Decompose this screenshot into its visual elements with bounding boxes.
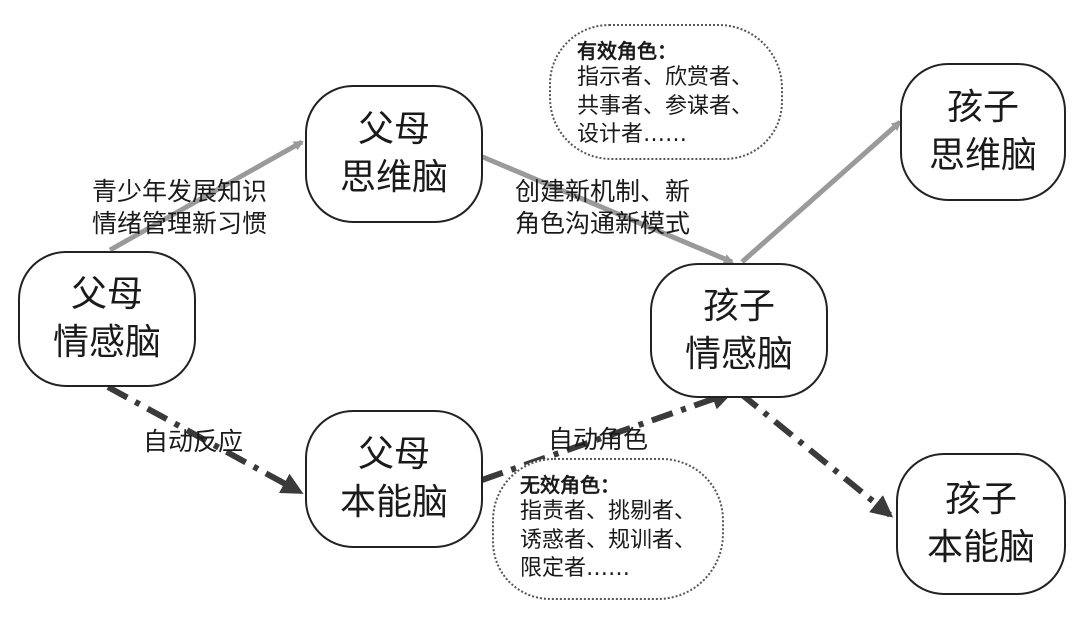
- bubble-effective-line: 指示者、欣赏者、: [577, 65, 754, 90]
- bubble-ineffective-line: 诱惑者、规训者、: [520, 527, 697, 553]
- node-child-emotional-line2: 情感脑: [684, 333, 793, 375]
- node-parent-emotional-brain: 父母 情感脑: [18, 251, 196, 387]
- node-child-thinking-brain: 孩子 思维脑: [900, 63, 1066, 201]
- node-parent-emotional-line1: 父母: [70, 274, 143, 316]
- node-parent-thinking-line2: 思维脑: [339, 157, 448, 198]
- node-parent-instinct-line1: 父母: [357, 434, 430, 476]
- bubble-ineffective-title: 无效角色：: [520, 473, 620, 497]
- node-child-thinking-line2: 思维脑: [928, 135, 1037, 176]
- arrow-parent-emotional-to-instinct: [106, 384, 304, 495]
- label-auto-reaction: 自动反应: [143, 427, 244, 456]
- node-parent-instinct-line2: 本能脑: [339, 482, 448, 523]
- node-parent-thinking-brain: 父母 思维脑: [305, 85, 483, 223]
- node-child-emotional-line1: 孩子: [702, 285, 775, 327]
- node-child-emotional-brain: 孩子 情感脑: [650, 263, 828, 398]
- node-child-instinct-line1: 孩子: [944, 479, 1017, 521]
- node-child-instinct-brain: 孩子 本能脑: [896, 453, 1066, 595]
- label-knowledge-line2: 情绪管理新习惯: [92, 209, 268, 238]
- label-new-mechanism-line2: 角色沟通新模式: [515, 209, 691, 238]
- label-new-mechanism-line1: 创建新机制、新: [515, 177, 691, 206]
- arrow-child-emotional-to-instinct: [738, 390, 894, 518]
- node-parent-instinct-brain: 父母 本能脑: [305, 410, 483, 548]
- node-child-thinking-line1: 孩子: [946, 87, 1019, 129]
- node-parent-thinking-line1: 父母: [357, 109, 430, 151]
- node-parent-emotional-line2: 情感脑: [52, 322, 161, 363]
- label-knowledge: 青少年发展知识 情绪管理新习惯: [92, 176, 267, 240]
- arrow-child-emotional-to-thinking: [740, 120, 902, 264]
- label-auto-role: 自动角色: [548, 425, 649, 454]
- arrow-parent-emotional-to-thinking: [108, 139, 304, 253]
- bubble-ineffective-roles: 无效角色： 指责者、挑剔者、 诱惑者、规训者、 限定者……: [492, 458, 724, 600]
- bubble-effective-line: 共事者、参谋者、: [577, 93, 754, 119]
- bubble-effective-roles: 有效角色： 指示者、欣赏者、 共事者、参谋者、 设计者……: [549, 24, 783, 160]
- label-knowledge-line1: 青少年发展知识: [92, 177, 268, 206]
- node-child-instinct-line2: 本能脑: [926, 527, 1035, 568]
- bubble-ineffective-line: 指责者、挑剔者、: [520, 499, 697, 524]
- bubble-effective-line: 设计者……: [577, 122, 688, 148]
- bubble-ineffective-line: 限定者……: [520, 556, 631, 582]
- arrow-parent-thinking-to-child-emotional: [477, 152, 734, 265]
- label-new-mechanism: 创建新机制、新 角色沟通新模式: [515, 176, 690, 240]
- bubble-effective-title: 有效角色：: [577, 39, 677, 63]
